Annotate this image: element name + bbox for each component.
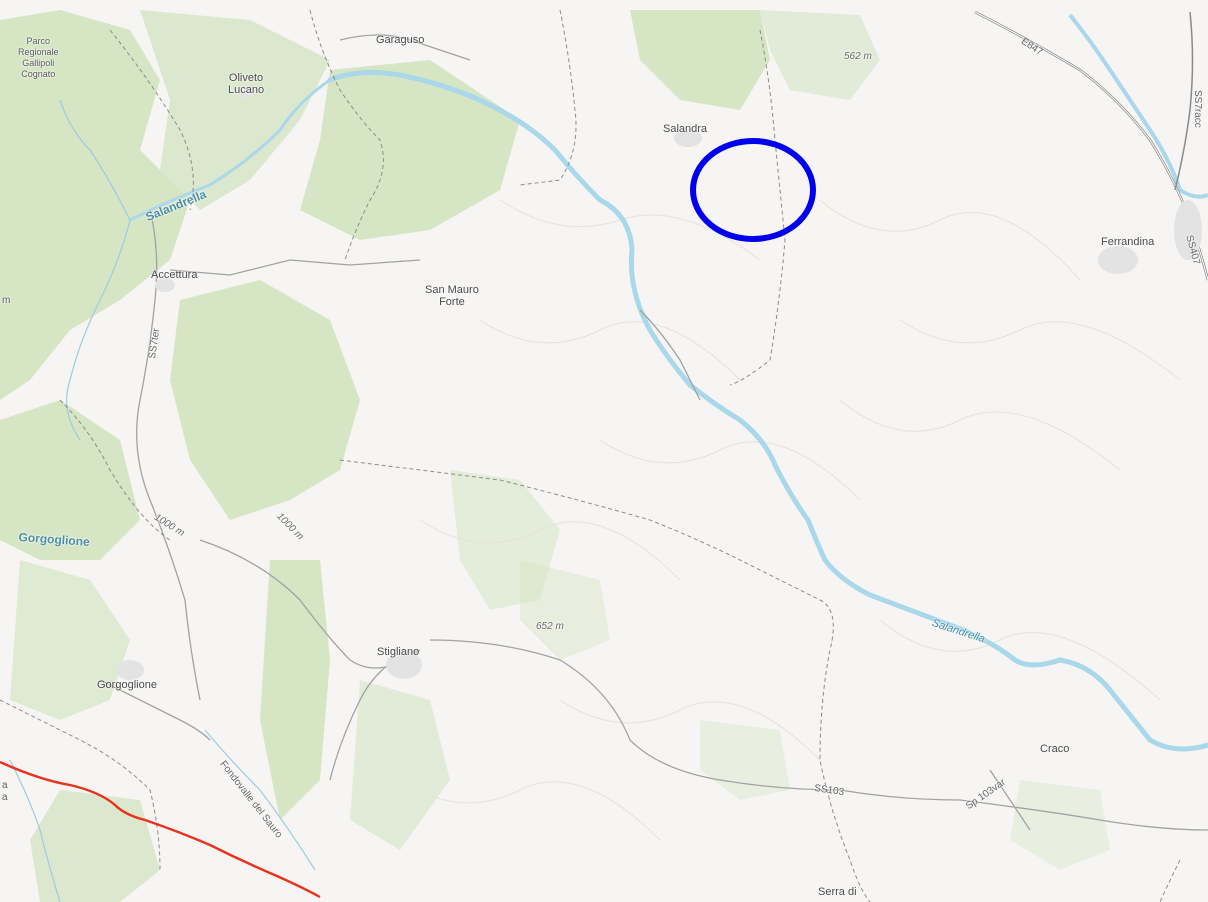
highway-ss7racc [1174, 11, 1194, 191]
forest-areas [0, 10, 1110, 902]
river-upper-left [129, 78, 331, 222]
place-label-ferrandina: Ferrandina [1101, 236, 1155, 248]
elevation-label-652: 652 m [536, 621, 564, 632]
highway-e847-inner [974, 11, 1208, 281]
place-label-serra: Serra di [818, 886, 857, 898]
highway-e847 [974, 10, 1208, 281]
river-upper-right [1068, 13, 1208, 199]
place-label-craco: Craco [1040, 743, 1070, 755]
place-label-garaguso: Garaguso [376, 34, 425, 46]
place-label-oliveto: Oliveto Lucano [228, 72, 265, 96]
highlight-circle [690, 138, 816, 242]
river-salandrella [327, 69, 1208, 752]
route-red-line [0, 760, 321, 899]
place-label-parco: Parco Regionale Gallipoli Cognato [18, 36, 59, 79]
place-label-san-mauro: San Mauro Forte [425, 284, 479, 308]
towns [116, 86, 1202, 680]
edge-label-left-top: m [2, 295, 11, 306]
place-label-stigliano: Stigliano [377, 646, 420, 658]
admin-boundaries [0, 9, 1181, 902]
edge-label-left-bottom: a a [2, 780, 8, 803]
terrain-texture [399, 199, 1181, 841]
place-label-salandra: Salandra [663, 123, 708, 135]
elevation-label-562: 562 m [844, 51, 872, 62]
place-label-gorgoglione: Gorgoglione [97, 679, 157, 691]
road-label-ss7racc: SS7racc [1192, 90, 1203, 128]
place-label-accettura: Accettura [151, 269, 198, 281]
